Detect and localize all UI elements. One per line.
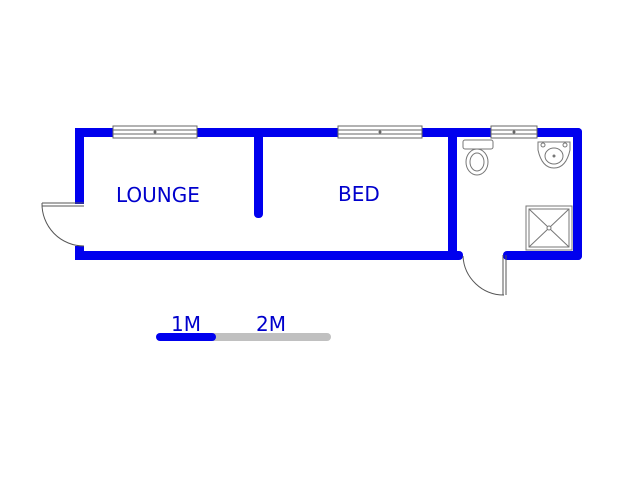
window-bed [337, 125, 423, 139]
basin-icon [537, 141, 571, 169]
wall-right [573, 128, 582, 260]
room-label-lounge: LOUNGE [116, 183, 200, 207]
wall-left-upper [75, 128, 84, 204]
wall-partition-lounge-bed [254, 132, 263, 218]
windows [112, 125, 538, 139]
wall-bath-bottom [503, 251, 582, 260]
wall-bottom [75, 251, 463, 260]
door-entrance [41, 202, 85, 247]
scale-bar: 1M 2M [156, 312, 331, 341]
shower-icon [525, 205, 573, 251]
scale-label-2m: 2M [256, 312, 286, 336]
wall-partition-bed-bath [448, 132, 457, 260]
walls [75, 128, 582, 260]
room-label-bed: BED [338, 182, 380, 206]
window-lounge [112, 125, 198, 139]
door-bathroom [462, 255, 507, 296]
toilet-icon [462, 139, 494, 176]
scale-label-1m: 1M [171, 312, 201, 336]
window-bathroom [490, 125, 538, 139]
